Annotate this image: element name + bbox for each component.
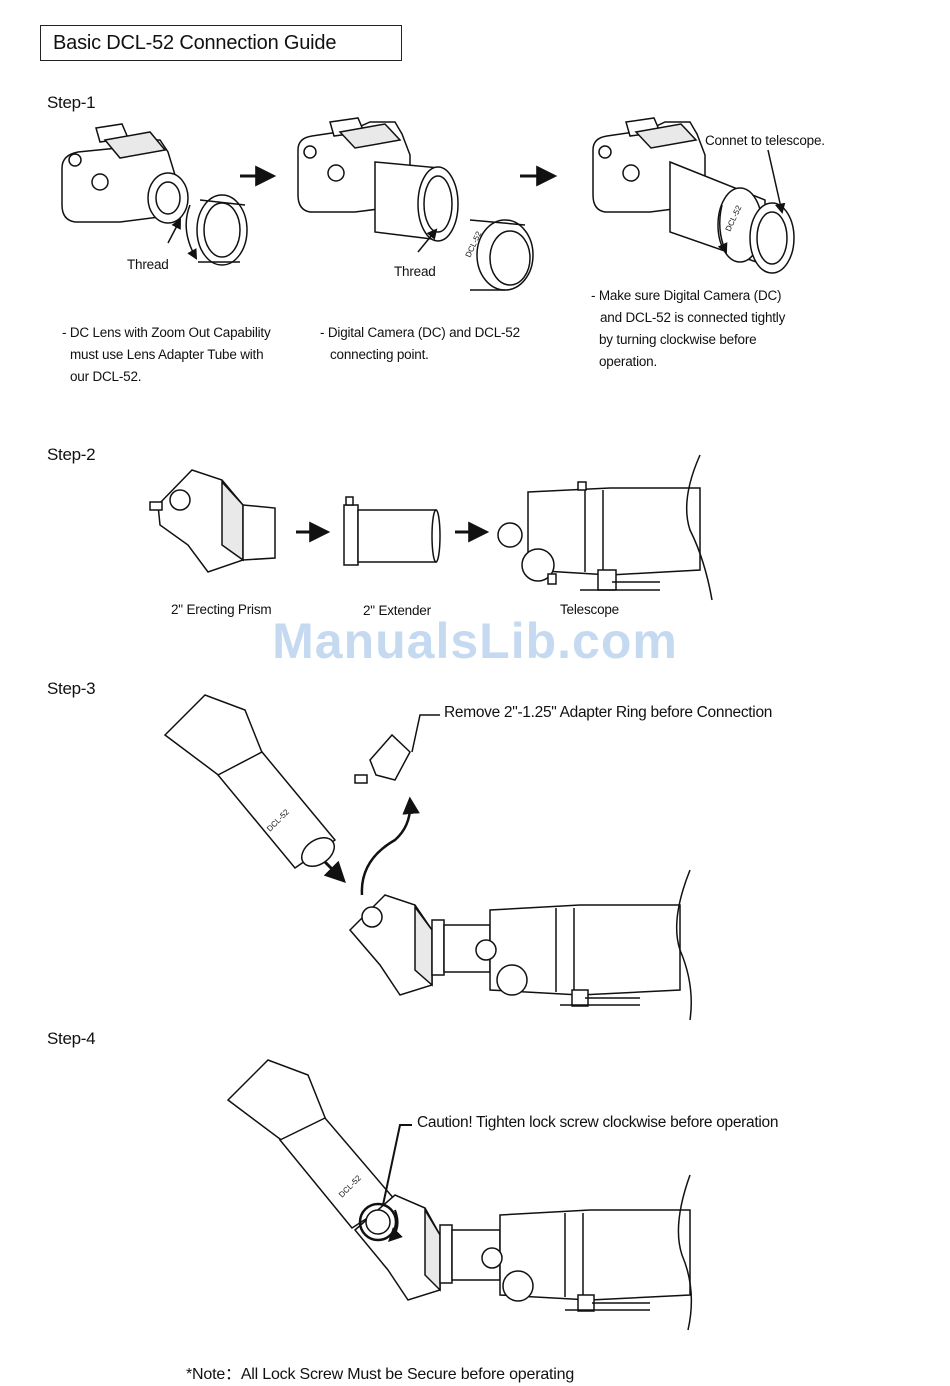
arrow-step3-curve	[360, 796, 420, 896]
camera-2-illustration: DCL-52	[297, 117, 534, 291]
step-1-label: Step-1	[47, 93, 96, 112]
caption-step1-c-line3: by turning clockwise before	[599, 332, 757, 347]
step4-callout: Caution! Tighten lock screw clockwise be…	[417, 1114, 779, 1131]
step3-callout: Remove 2"-1.25" Adapter Ring before Conn…	[444, 704, 773, 721]
caption-step1-a-line2: must use Lens Adapter Tube with	[70, 347, 264, 362]
telescope-illustration-step3	[348, 869, 692, 1021]
step-3-label: Step-3	[47, 679, 96, 698]
extender-label: 2" Extender	[363, 603, 431, 618]
camera-dcl-step3-illustration: DCL-52	[163, 694, 337, 870]
step-4-label: Step-4	[47, 1029, 96, 1048]
page-title: Basic DCL-52 Connection Guide	[40, 25, 402, 61]
thread-label-1: Thread	[127, 257, 169, 272]
erecting-prism-illustration	[149, 469, 276, 573]
caption-step1-a-line3: our DCL-52.	[70, 369, 142, 384]
caption-step1-b-line1: - Digital Camera (DC) and DCL-52	[320, 325, 520, 340]
caption-step1-a-line1: - DC Lens with Zoom Out Capability	[62, 325, 271, 340]
erecting-prism-label: 2" Erecting Prism	[171, 602, 272, 617]
caption-step1-c: - Make sure Digital Camera (DC) and DCL-…	[591, 285, 785, 373]
caption-step1-c-line2: and DCL-52 is connected tightly	[600, 310, 786, 325]
caption-step1-b-line2: connecting point.	[330, 347, 429, 362]
telescope-label: Telescope	[560, 602, 619, 617]
telescope-illustration-step4	[353, 1174, 693, 1331]
camera-dcl-step4-illustration: DCL-52	[226, 1059, 397, 1229]
caption-step1-a: - DC Lens with Zoom Out Capability must …	[62, 322, 271, 388]
telescope-illustration-step2	[497, 454, 713, 601]
footer-note: *Note：All Lock Screw Must be Secure befo…	[186, 1366, 575, 1383]
arrow-step3-down	[323, 860, 346, 883]
callout-step3-leader	[411, 714, 440, 753]
camera-3-illustration: DCL-52	[592, 117, 795, 274]
connect-telescope-label: Connet to telescope.	[705, 133, 825, 148]
thread-label-2: Thread	[394, 264, 436, 279]
adapter-ring-illustration	[354, 733, 411, 784]
extender-illustration	[343, 496, 441, 566]
step-2-label: Step-2	[47, 445, 96, 464]
callout-step4-leader	[382, 1124, 412, 1206]
caption-step1-c-line1: - Make sure Digital Camera (DC)	[591, 288, 782, 303]
caption-step1-c-line4: operation.	[599, 354, 658, 369]
caption-step1-b: - Digital Camera (DC) and DCL-52 connect…	[320, 322, 520, 366]
camera-1-illustration	[61, 123, 248, 266]
watermark: ManualsLib.com	[272, 613, 678, 669]
